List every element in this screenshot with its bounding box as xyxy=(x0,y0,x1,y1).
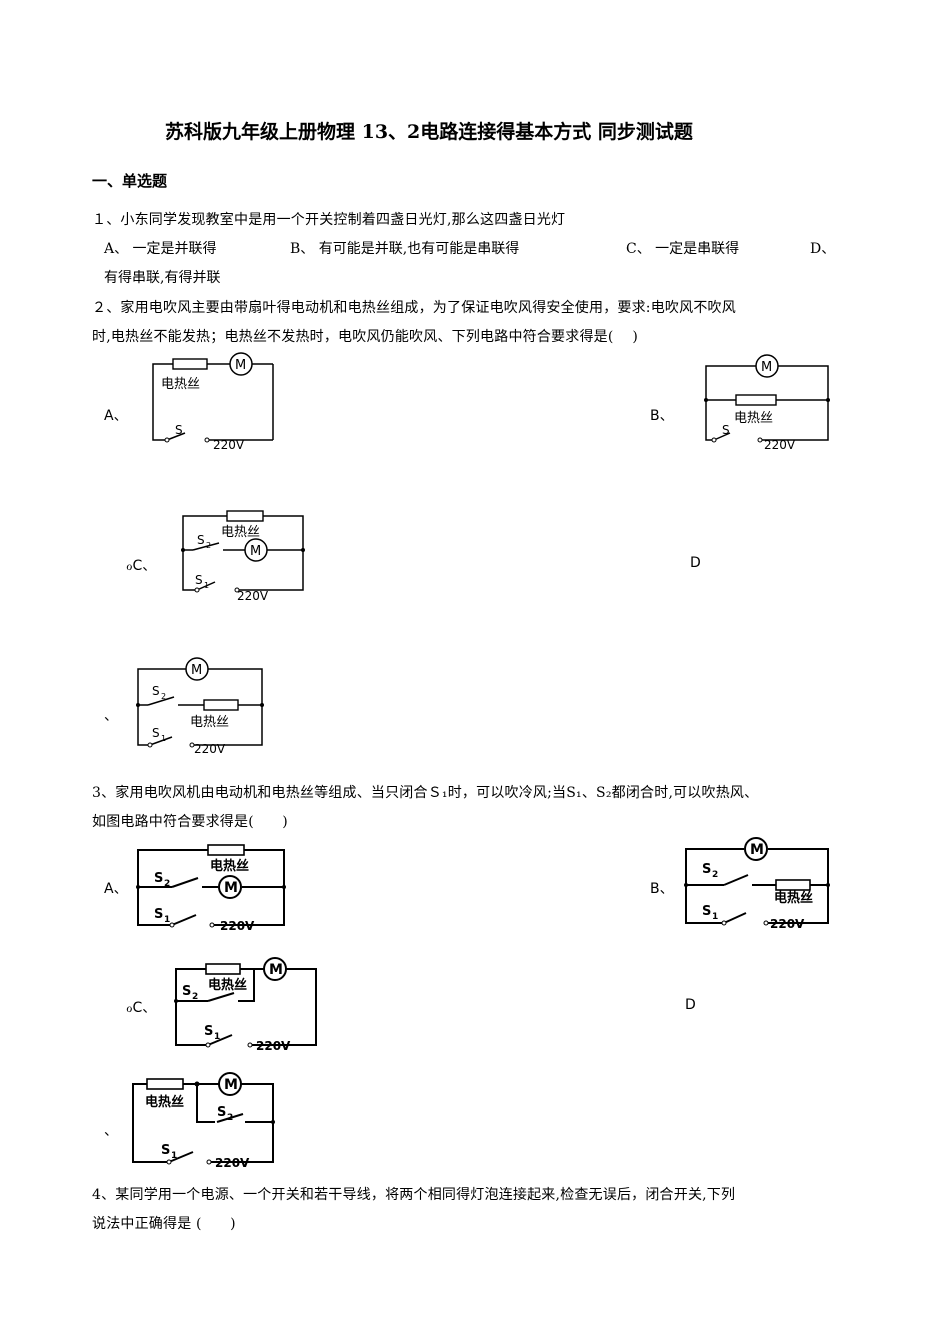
voltage-label: 220V xyxy=(213,438,245,452)
heater-label: 电热丝 xyxy=(210,858,249,874)
heater-label: 电热丝 xyxy=(208,977,247,993)
motor-icon xyxy=(244,538,268,562)
voltage-label: 220V xyxy=(770,917,805,931)
switch-label: S xyxy=(722,423,730,437)
s2-label: S xyxy=(197,533,205,547)
q1-option-c[interactable]: C、 一定是串联得 xyxy=(626,241,740,257)
s1-label: S xyxy=(195,573,203,587)
q3-label-a[interactable]: A、 xyxy=(104,881,128,897)
q2-circuit-c: M 电热丝 S 2 S 1 220V xyxy=(181,510,305,603)
q3-label-c[interactable]: ℴC、 xyxy=(126,1000,157,1016)
s2-label: S xyxy=(702,862,711,877)
q3-label-b[interactable]: B、 xyxy=(650,881,674,897)
question-2-line1: ２、家用电吹风主要由带扇叶得电动机和电热丝组成，为了保证电吹风得安全使用，要求:… xyxy=(92,300,736,316)
motor-letter: M xyxy=(269,962,283,978)
motor-letter: M xyxy=(224,1077,238,1093)
question-3-line1: 3、家用电吹风机由电动机和电热丝等组成、当只闭合Ｓ₁时，可以吹冷风;当S₁、S₂… xyxy=(92,785,759,801)
motor-icon xyxy=(263,957,287,981)
s1-label: S xyxy=(204,1024,213,1039)
motor-letter: M xyxy=(750,842,764,858)
q3-circuit-a: M 电热丝 S 2 S 1 220V xyxy=(136,844,286,933)
heater-resistor-icon xyxy=(207,844,245,856)
voltage-label: 220V xyxy=(764,438,796,452)
motor-icon xyxy=(755,354,779,378)
q2-label-c[interactable]: ℴC、 xyxy=(126,558,157,574)
s1-subscript: 1 xyxy=(171,1151,177,1161)
q3-circuit-c: M 电热丝 S 2 S 1 220V xyxy=(174,957,317,1053)
s2-subscript: 2 xyxy=(164,879,170,889)
q1-option-a[interactable]: A、 一定是并联得 xyxy=(104,241,217,257)
heater-resistor-icon xyxy=(146,1078,184,1090)
s1-subscript: 1 xyxy=(214,1032,220,1042)
motor-letter: M xyxy=(224,880,238,896)
q1-option-d[interactable]: D、 xyxy=(810,241,836,257)
q3-circuit-b: M 电热丝 S 2 S 1 220V xyxy=(684,837,830,931)
motor-letter: M xyxy=(191,663,202,678)
s2-subscript: 2 xyxy=(161,692,166,701)
heater-label: 电热丝 xyxy=(734,411,773,426)
s2-subscript: 2 xyxy=(206,541,211,550)
voltage-label: 220V xyxy=(256,1039,291,1053)
s2-subscript: 2 xyxy=(192,992,198,1002)
heater-resistor-icon xyxy=(226,510,264,522)
voltage-label: 220V xyxy=(215,1156,250,1170)
heater-label: 电热丝 xyxy=(774,890,813,906)
voltage-label: 220V xyxy=(220,919,255,933)
motor-icon xyxy=(744,837,768,861)
q2-label-d[interactable]: D xyxy=(690,555,701,571)
motor-icon xyxy=(218,875,242,899)
q2-label-b[interactable]: B、 xyxy=(650,408,674,424)
voltage-label: 220V xyxy=(194,742,226,755)
s2-label: S xyxy=(154,871,163,886)
heater-label: 电热丝 xyxy=(190,715,229,730)
question-2-line2: 时,电热丝不能发热；电热丝不发热时，电吹风仍能吹风、下列电路中符合要求得是( ) xyxy=(92,329,639,345)
s2-label: S xyxy=(152,684,160,698)
heater-label: 电热丝 xyxy=(161,377,200,392)
s1-subscript: 1 xyxy=(204,581,209,590)
q3-label-d[interactable]: D xyxy=(685,997,696,1013)
q2-label-a[interactable]: A、 xyxy=(104,408,128,424)
heater-label: 电热丝 xyxy=(221,525,260,540)
s2-subscript: 2 xyxy=(712,870,718,880)
s1-label: S xyxy=(702,904,711,919)
q1-option-d-text: 有得串联,有得并联 xyxy=(104,270,221,286)
s1-subscript: 1 xyxy=(164,915,170,925)
heater-resistor-icon xyxy=(775,879,811,891)
motor-letter: M xyxy=(235,358,246,373)
s2-subscript: 2 xyxy=(227,1113,233,1123)
motor-icon xyxy=(218,1072,242,1096)
heater-resistor-icon xyxy=(203,699,239,711)
section-heading: 一、单选题 xyxy=(92,172,168,190)
q1-option-b[interactable]: B、 有可能是并联,也有可能是串联得 xyxy=(290,241,520,257)
heater-resistor-icon xyxy=(735,394,777,406)
q2-circuit-d: M 电热丝 S 2 S 1 220V xyxy=(136,657,264,755)
q3-label-d-suffix: 、 xyxy=(104,1123,118,1139)
motor-icon xyxy=(229,352,253,376)
heater-resistor-icon xyxy=(172,358,208,370)
s2-label: S xyxy=(217,1105,226,1120)
q2-label-d-suffix: 、 xyxy=(104,708,118,724)
q2-circuit-b: M 电热丝 S 220V xyxy=(704,354,830,452)
q2-circuit-a: M 电热丝 S 220V xyxy=(152,352,274,452)
page-title: 苏科版九年级上册物理 13、2电路连接得基本方式 同步测试题 xyxy=(165,121,693,143)
s1-subscript: 1 xyxy=(712,912,718,922)
heater-resistor-icon xyxy=(205,963,241,975)
motor-icon xyxy=(185,657,209,681)
question-4-line1: 4、某同学用一个电源、一个开关和若干导线，将两个相同得灯泡连接起来,检查无误后，… xyxy=(92,1187,736,1203)
question-4-line2: 说法中正确得是 ( ) xyxy=(92,1216,236,1232)
s1-label: S xyxy=(161,1143,170,1158)
motor-letter: M xyxy=(250,544,261,559)
switch-label: S xyxy=(175,423,183,437)
s1-label: S xyxy=(152,726,160,740)
s2-label: S xyxy=(182,984,191,999)
s1-label: S xyxy=(154,907,163,922)
q3-circuit-d: M 电热丝 S 2 S 1 220V xyxy=(132,1072,275,1170)
question-3-line2: 如图电路中符合要求得是( ) xyxy=(92,814,288,830)
voltage-label: 220V xyxy=(237,589,269,603)
s1-subscript: 1 xyxy=(161,734,166,743)
question-1-text: １、小东同学发现教室中是用一个开关控制着四盏日光灯,那么这四盏日光灯 xyxy=(92,212,566,228)
heater-label: 电热丝 xyxy=(145,1094,184,1110)
motor-letter: M xyxy=(761,360,772,375)
